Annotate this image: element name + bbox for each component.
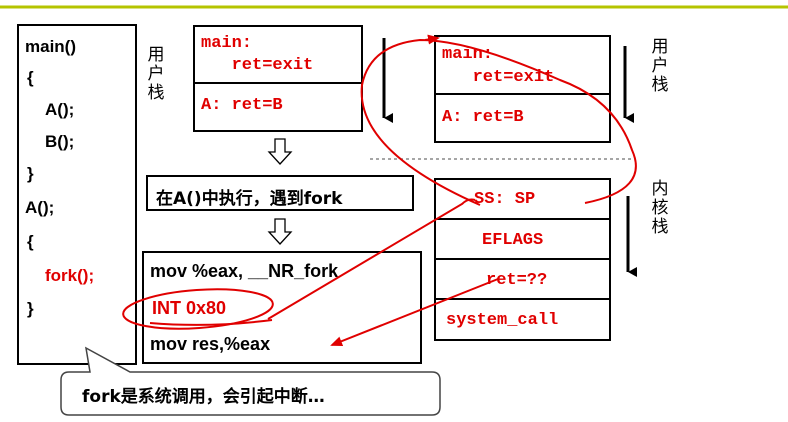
kernel-cell-eflags: EFLAGS xyxy=(436,220,609,260)
asm-line-mov-res: mov res,%eax xyxy=(150,334,271,354)
code-line-open-brace-a: { xyxy=(27,232,34,251)
code-line-open-brace: { xyxy=(27,68,34,87)
callout-text: fork是系统调用，会引起中断… xyxy=(82,387,325,407)
code-line-def-a: A(); xyxy=(25,198,55,217)
ss-sp-to-user-stack-curve xyxy=(360,38,637,206)
kernel-cell-ret: ret=?? xyxy=(436,260,609,300)
kernel-cell-ss-sp: SS: SP xyxy=(436,180,609,220)
user-stack-left-a-text: A: ret=B xyxy=(201,96,283,115)
user-stack-left-label: 用 户 栈 xyxy=(147,45,165,103)
ss-sp-arrowhead-line xyxy=(424,34,440,45)
user-stack-right-label: 用 户 栈 xyxy=(651,37,669,95)
ret-to-mov-res-arrow xyxy=(330,278,499,346)
asm-line-mov-eax: mov %eax, __NR_fork xyxy=(150,261,339,281)
user-stack-left: main: ret=exit A: ret=B xyxy=(193,25,363,132)
code-line-call-a: A(); xyxy=(45,100,75,119)
asm-line-int80: INT 0x80 xyxy=(152,298,227,318)
user-stack-right-cell-a: A: ret=B xyxy=(436,95,609,141)
user-stack-left-main-text: main: ret=exit xyxy=(201,34,314,75)
user-stack-left-cell-a: A: ret=B xyxy=(195,84,361,130)
exec-box: 在A()中执行，遇到fork xyxy=(146,175,414,211)
kernel-stack: SS: SP EFLAGS ret=?? system_call xyxy=(434,178,611,341)
asm-box: mov %eax, __NR_fork INT 0x80 mov res,%ea… xyxy=(142,251,422,364)
user-stack-right-a-text: A: ret=B xyxy=(442,108,524,127)
header-accent-line xyxy=(0,5,788,9)
kernel-cell-eflags-text: EFLAGS xyxy=(482,231,544,250)
hollow-down-arrow-1 xyxy=(267,138,293,165)
code-line-close-brace-a: } xyxy=(27,299,34,318)
exec-box-text: 在A()中执行，遇到fork xyxy=(156,189,343,209)
kernel-cell-system-call-text: system_call xyxy=(446,311,559,330)
kernel-cell-ss-sp-text: SS: SP xyxy=(474,190,536,209)
hollow-down-arrow-2 xyxy=(267,218,293,245)
code-panel: main() { A(); B(); } A(); { fork(); } xyxy=(17,24,137,365)
int80-circle xyxy=(122,288,274,330)
int80-underline xyxy=(149,319,273,326)
kernel-cell-ret-text: ret=?? xyxy=(486,271,548,290)
code-line-main: main() xyxy=(25,37,76,56)
kernel-cell-system-call: system_call xyxy=(436,300,609,339)
user-stack-left-cell-main: main: ret=exit xyxy=(195,27,361,84)
code-line-fork: fork(); xyxy=(45,266,95,285)
code-line-call-b: B(); xyxy=(45,132,75,151)
kernel-stack-label: 内 核 栈 xyxy=(651,179,669,237)
code-line-close-brace: } xyxy=(27,164,34,183)
